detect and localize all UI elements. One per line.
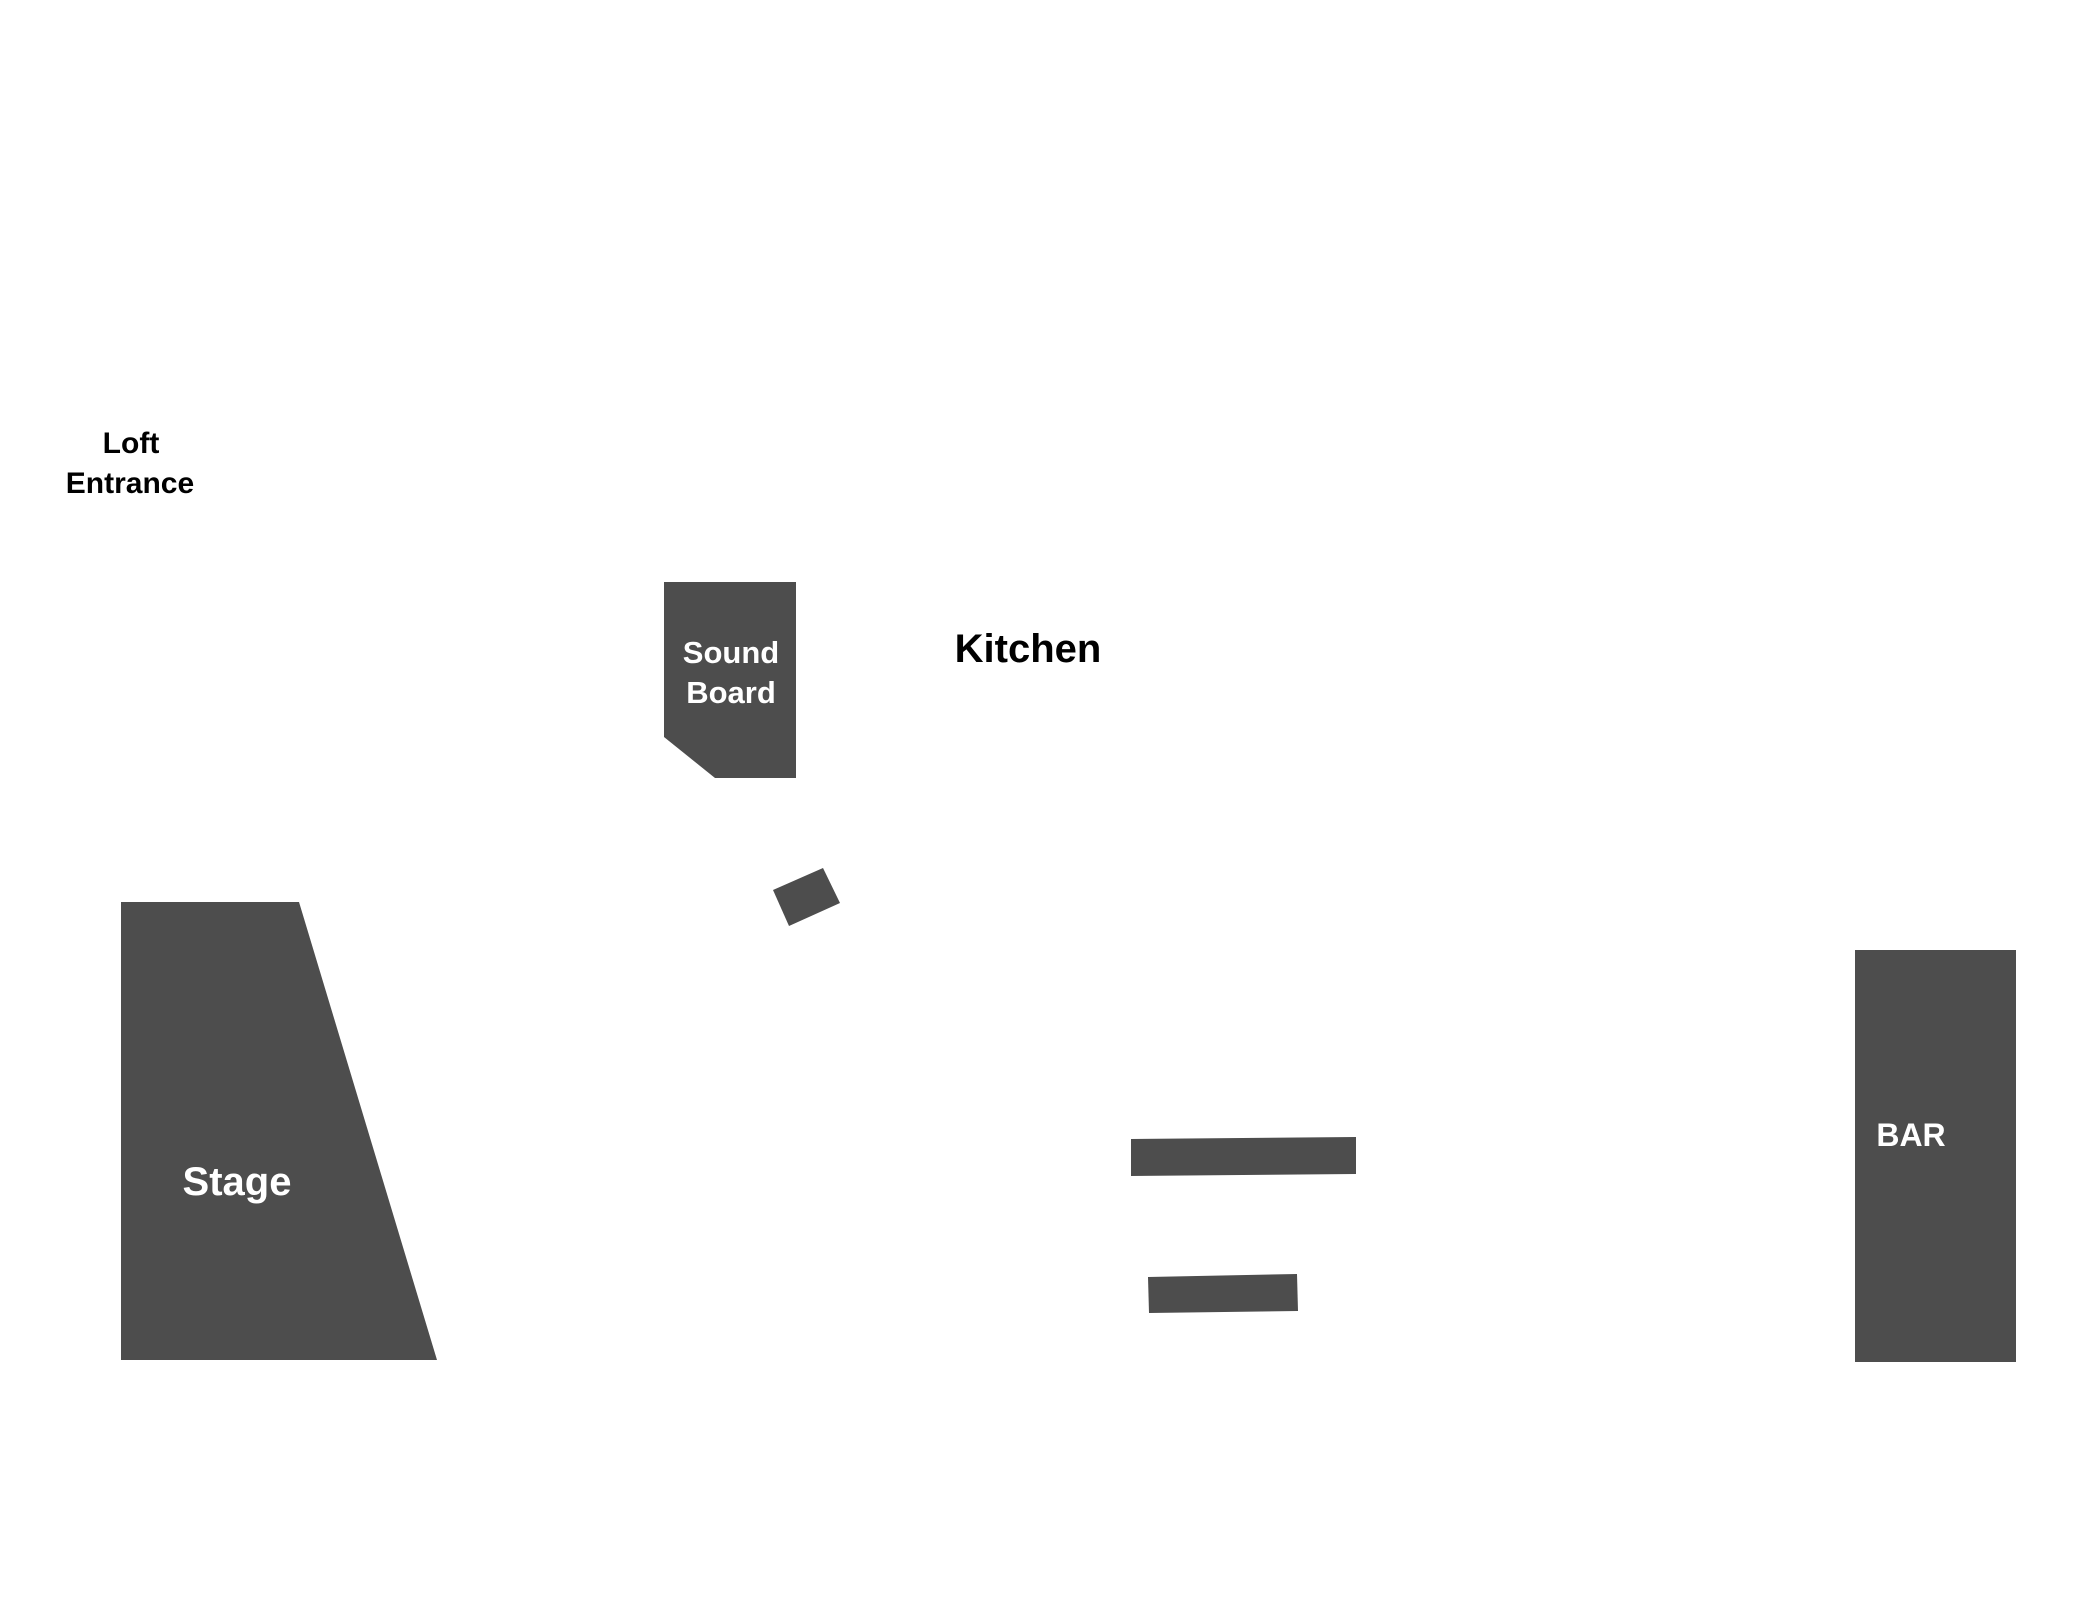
stage-shape (121, 902, 437, 1360)
loft-entrance-label-line1: Loft (103, 427, 160, 460)
stage-area[interactable]: Stage (121, 902, 437, 1360)
bar-shape (1855, 950, 2016, 1362)
bar-label: BAR (1876, 1117, 1945, 1153)
loft-entrance-label-line2: Entrance (66, 467, 194, 500)
sound-board-shape (664, 582, 796, 778)
kitchen-label: Kitchen (955, 627, 1102, 671)
small-table[interactable] (773, 868, 840, 926)
sound-board-label-line2: Board (686, 675, 776, 710)
long-table-lower[interactable] (1148, 1274, 1298, 1313)
stage-label: Stage (183, 1160, 292, 1204)
loft-entrance-label: Loft Entrance (66, 427, 194, 500)
bar-area[interactable]: BAR (1855, 950, 2016, 1362)
long-table-upper[interactable] (1131, 1137, 1356, 1176)
sound-board-area[interactable]: Sound Board (664, 582, 796, 778)
sound-board-label-line1: Sound (683, 635, 779, 670)
